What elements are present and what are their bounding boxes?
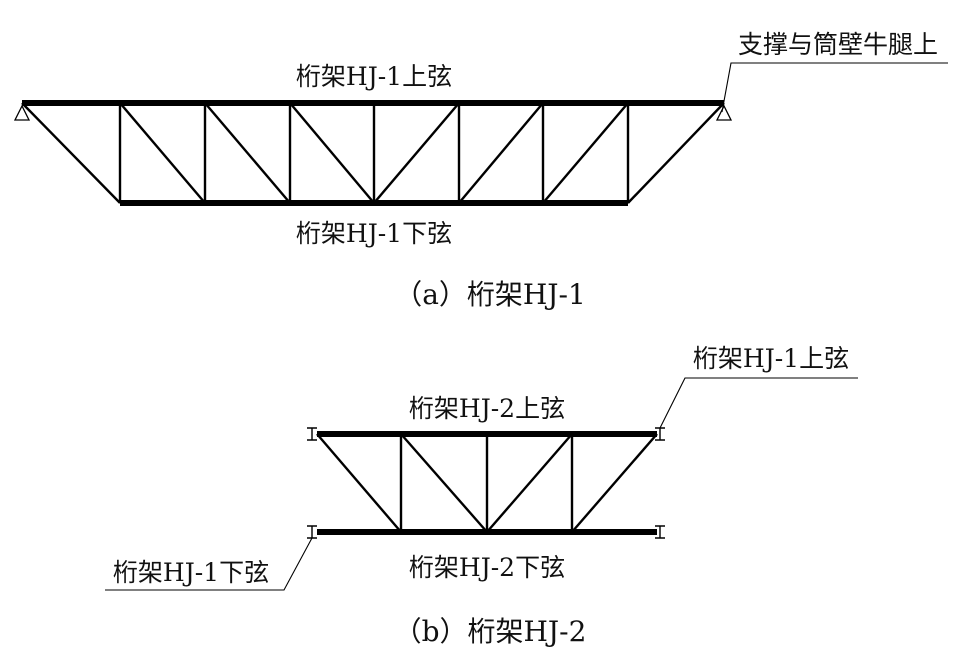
hj1-bottom-chord-label: 桁架HJ-1下弦 [296,219,452,248]
support-note-leader [721,62,948,113]
lower-note-leader [105,537,313,591]
lower-note-label: 桁架HJ-1下弦 [113,558,269,587]
hj1-web-members [21,102,725,204]
pin-support-triangle-icon [13,104,31,121]
i-beam-section-icon [307,525,317,539]
truss-hj1: 桁架HJ-1上弦 桁架HJ-1下弦 支撑与筒壁牛腿上 （a）桁架HJ-1 [13,30,948,311]
upper-note-leader [659,377,858,429]
i-beam-section-icon [307,427,317,441]
support-note-label: 支撑与筒壁牛腿上 [738,30,938,59]
caption-a: （a）桁架HJ-1 [394,278,586,311]
pin-support-triangle-icon [715,104,733,121]
hj2-bottom-chord-label: 桁架HJ-2下弦 [409,553,565,582]
caption-b: （b）桁架HJ-2 [394,615,587,648]
hj1-top-chord-label: 桁架HJ-1上弦 [296,62,452,91]
hj2-web-members [316,433,658,533]
upper-note-label: 桁架HJ-1上弦 [693,344,849,373]
hj2-top-chord-label: 桁架HJ-2上弦 [409,394,565,423]
i-beam-section-icon [655,525,665,539]
truss-hj2: 桁架HJ-2上弦 桁架HJ-2下弦 桁架HJ-1上弦 桁架HJ-1下弦 （b）桁… [105,344,858,648]
